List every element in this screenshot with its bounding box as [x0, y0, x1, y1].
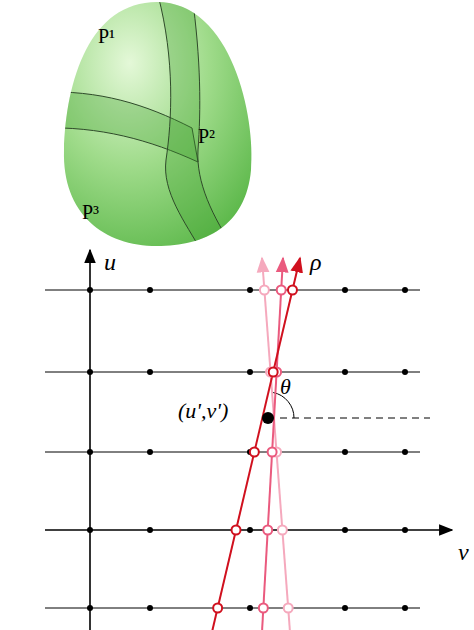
- sample-point: [278, 526, 287, 535]
- grid-dot: [247, 369, 253, 375]
- grid-line: [45, 290, 420, 291]
- sample-point: [268, 448, 277, 457]
- region-label: P³: [82, 202, 99, 222]
- grid-line: [45, 372, 420, 373]
- sampling-grid: [45, 250, 452, 630]
- sample-point: [232, 526, 241, 535]
- sample-point: [250, 448, 259, 457]
- reference-line: [268, 418, 430, 419]
- grid-dot: [87, 287, 93, 293]
- grid-dot: [342, 527, 348, 533]
- grid-dot: [147, 605, 153, 611]
- grid-dot: [402, 605, 408, 611]
- grid-dot: [87, 449, 93, 455]
- grid-dot: [342, 369, 348, 375]
- grid-dot: [247, 527, 253, 533]
- grid-dot: [147, 527, 153, 533]
- point-label: (u',v'): [178, 400, 228, 422]
- grid-dot: [147, 287, 153, 293]
- grid-dot: [402, 287, 408, 293]
- sample-point: [213, 604, 222, 613]
- sample-point: [260, 286, 269, 295]
- center-point: [262, 412, 274, 424]
- sample-point: [259, 604, 268, 613]
- projection-line: [262, 258, 290, 630]
- grid-dot: [147, 449, 153, 455]
- sample-point: [263, 526, 272, 535]
- sample-point: [288, 286, 297, 295]
- region-label: P²: [198, 126, 215, 146]
- projection-line: [262, 258, 283, 630]
- sample-point: [269, 368, 278, 377]
- grid-dot: [402, 449, 408, 455]
- sample-point: [277, 286, 286, 295]
- egg-surface: [40, 0, 252, 252]
- axis-label: ρ: [310, 250, 322, 274]
- grid-line: [45, 452, 420, 453]
- region-label: P¹: [98, 26, 115, 46]
- grid-dot: [247, 287, 253, 293]
- grid-dot: [402, 527, 408, 533]
- u-axis: [89, 250, 91, 630]
- axis-label: u: [104, 250, 116, 274]
- grid-line: [45, 608, 420, 609]
- grid-dot: [87, 605, 93, 611]
- grid-dot: [247, 605, 253, 611]
- grid-dot: [147, 369, 153, 375]
- band-vertical: [158, 0, 236, 252]
- sample-point: [284, 604, 293, 613]
- grid-dot: [342, 449, 348, 455]
- grid-dot: [87, 369, 93, 375]
- grid-dot: [342, 605, 348, 611]
- grid-dot: [342, 287, 348, 293]
- grid-dot: [87, 527, 93, 533]
- angle-label: θ: [280, 376, 291, 398]
- grid-dot: [402, 369, 408, 375]
- axis-label: v: [458, 540, 469, 564]
- projection-line: [212, 258, 300, 630]
